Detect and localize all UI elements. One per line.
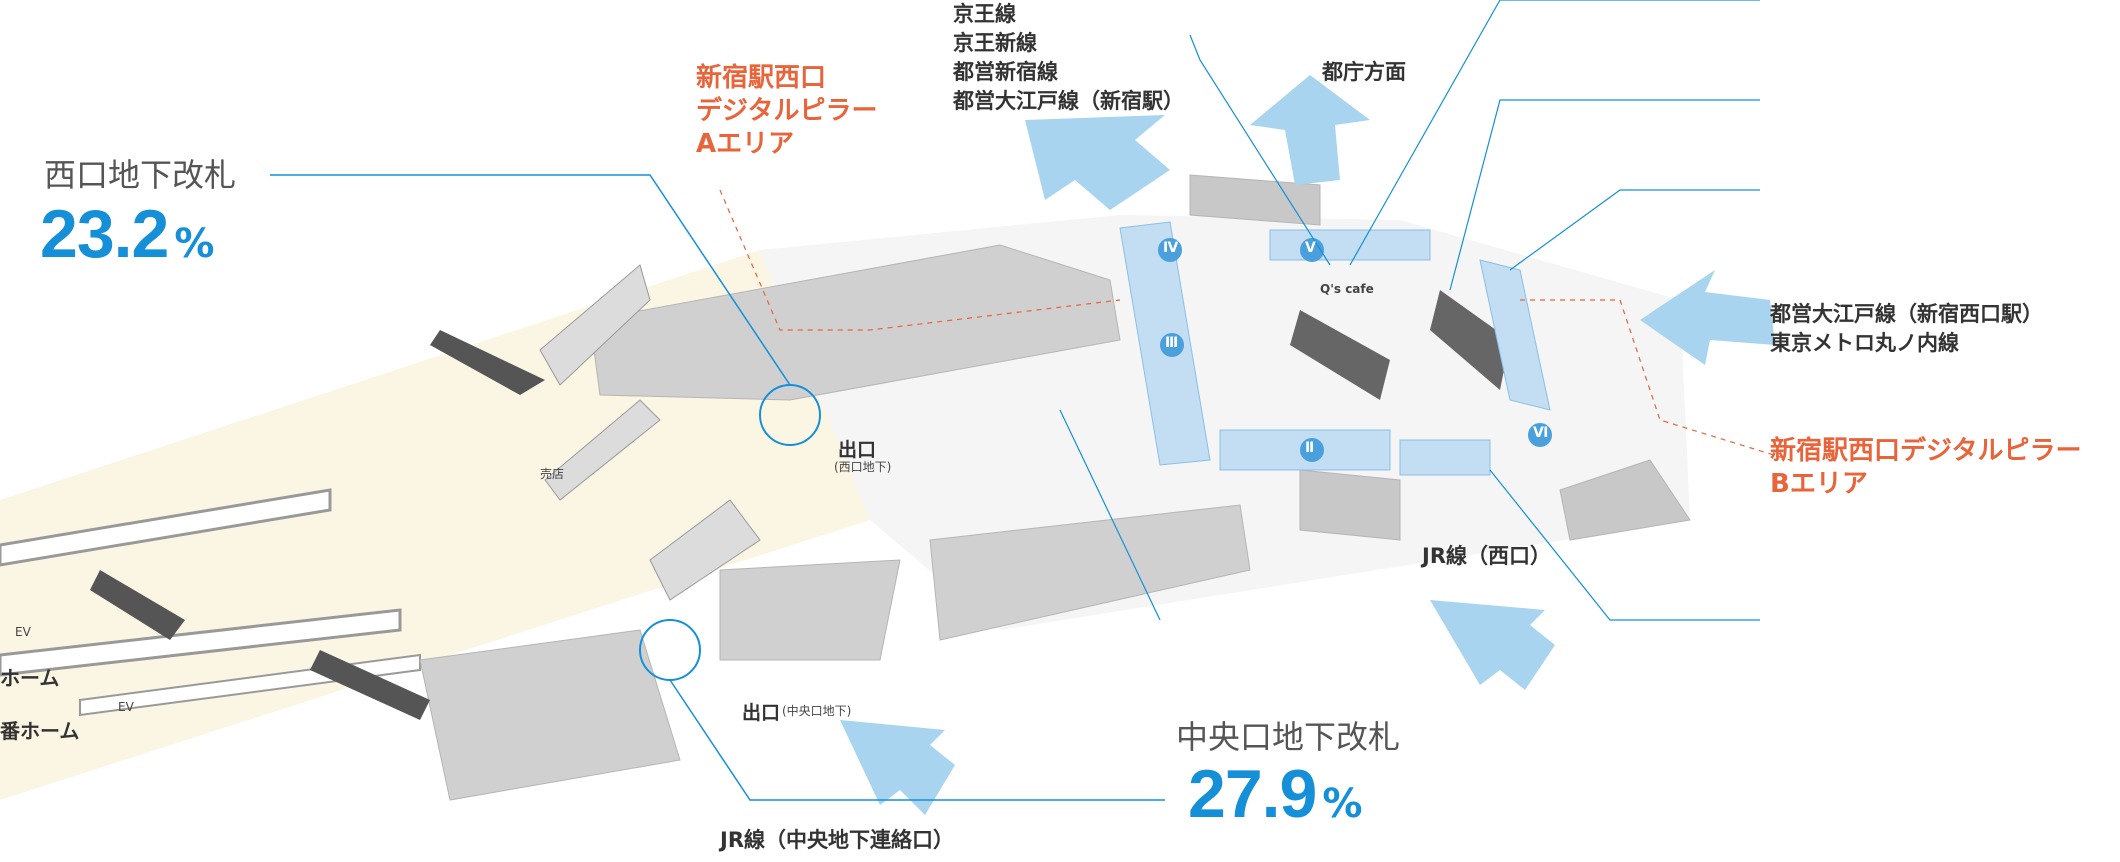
leader-v	[1189, 34, 1331, 266]
pillar-marker-4: Ⅳ	[1163, 240, 1179, 256]
central-gate-highlight	[639, 619, 701, 681]
direction-tocho-label: 都庁方面	[1322, 60, 1406, 84]
area-b-line-1: 新宿駅西口デジタルピラー	[1770, 436, 2082, 466]
structure-block-3	[419, 629, 681, 801]
direction-keio-label: 京王線 京王新線 都営新宿線 都営大江戸線（新宿駅）	[953, 0, 1184, 116]
pillar-markers	[1158, 238, 1552, 462]
shop-label: 売店	[540, 467, 565, 481]
pillar-marker-3: Ⅲ	[1165, 335, 1179, 351]
track-band-1	[0, 488, 332, 567]
platform-label-b: 番ホーム	[0, 719, 80, 743]
leader-2	[1449, 99, 1760, 291]
ev-label-1: EV	[15, 625, 31, 639]
direction-oedo-line-1: 都営大江戸線（新宿西口駅）	[1770, 302, 2043, 326]
leader-3	[1509, 189, 1760, 271]
leader-1	[1349, 0, 1760, 266]
area-b-line-2: Bエリア	[1770, 469, 1868, 499]
structure-block-6	[1559, 459, 1691, 541]
pillar-marker-6: Ⅵ	[1533, 425, 1549, 441]
arrow-jr-west	[1430, 600, 1555, 690]
area-b-outline	[1520, 299, 1791, 461]
west-gate-share: 23.2%	[40, 195, 214, 273]
central-gate-label: 中央口地下改札	[1176, 718, 1401, 756]
area-a-line-1: 新宿駅西口	[696, 63, 827, 93]
direction-jr-central-label: JR線（中央地下連絡口）	[720, 828, 954, 852]
area-a-label: 新宿駅西口 デジタルピラー Aエリア	[696, 62, 877, 161]
arrow-keio	[1025, 115, 1170, 210]
exit-west-label: 出口	[838, 439, 877, 461]
direction-oedo-label: 都営大江戸線（新宿西口駅） 東京メトロ丸ノ内線	[1770, 300, 2043, 358]
west-gate-share-unit: %	[174, 221, 215, 267]
structure-block-2	[929, 504, 1251, 641]
west-gate-share-value: 23.2	[40, 196, 169, 272]
direction-keio-line-2: 京王新線	[953, 31, 1037, 55]
platform-label-a: ホーム	[0, 666, 60, 690]
pillar-strip-5	[1479, 259, 1551, 411]
direction-jr-west-label: JR線（西口）	[1422, 544, 1551, 568]
stair-1	[430, 330, 545, 395]
structure-block-1	[589, 244, 1121, 401]
stair-2	[539, 264, 651, 386]
direction-keio-line-1: 京王線	[953, 2, 1016, 26]
central-gate-share-unit: %	[1322, 781, 1363, 827]
pillar-marker-2: Ⅱ	[1305, 440, 1315, 456]
exit-central-label: 出口	[742, 702, 781, 724]
leader-west	[270, 174, 791, 386]
arrow-jr-central	[840, 720, 955, 815]
ev-label-2: EV	[118, 700, 134, 714]
stair-7	[1290, 310, 1390, 400]
pillar-strip-4	[1399, 439, 1491, 476]
structure-block-4	[719, 559, 901, 661]
track-band-2	[0, 608, 402, 677]
stair-4	[649, 499, 761, 601]
pillar-marker-5: Ⅴ	[1305, 240, 1316, 256]
stair-5	[90, 570, 185, 640]
direction-keio-line-3: 都営新宿線	[953, 60, 1058, 84]
stair-6	[310, 650, 430, 720]
arrow-oedo	[1640, 270, 1775, 365]
leader-central	[669, 679, 1165, 801]
west-gate-label: 西口地下改札	[44, 156, 237, 194]
exit-central-sublabel: (中央口地下)	[782, 704, 852, 718]
cafe-label: Q's cafe	[1320, 282, 1374, 296]
pillar-strip-3	[1269, 229, 1431, 261]
stair-8	[1430, 290, 1510, 390]
area-a-line-3: Aエリア	[696, 129, 795, 159]
leader-4	[1489, 469, 1760, 621]
central-gate-share-value: 27.9	[1188, 756, 1317, 832]
area-a-line-2: デジタルピラー	[696, 96, 878, 126]
central-gate-share: 27.9%	[1188, 755, 1362, 833]
arrow-tocho	[1250, 75, 1370, 185]
structure-block-5	[1299, 469, 1401, 541]
direction-keio-line-4: 都営大江戸線（新宿駅）	[953, 89, 1184, 113]
stair-3	[544, 399, 661, 501]
leader-5	[1059, 409, 1161, 621]
direction-oedo-line-2: 東京メトロ丸ノ内線	[1770, 331, 1959, 355]
exit-west-sublabel: (西口地下)	[834, 460, 892, 474]
area-b-label: 新宿駅西口デジタルピラー Bエリア	[1770, 435, 2081, 501]
